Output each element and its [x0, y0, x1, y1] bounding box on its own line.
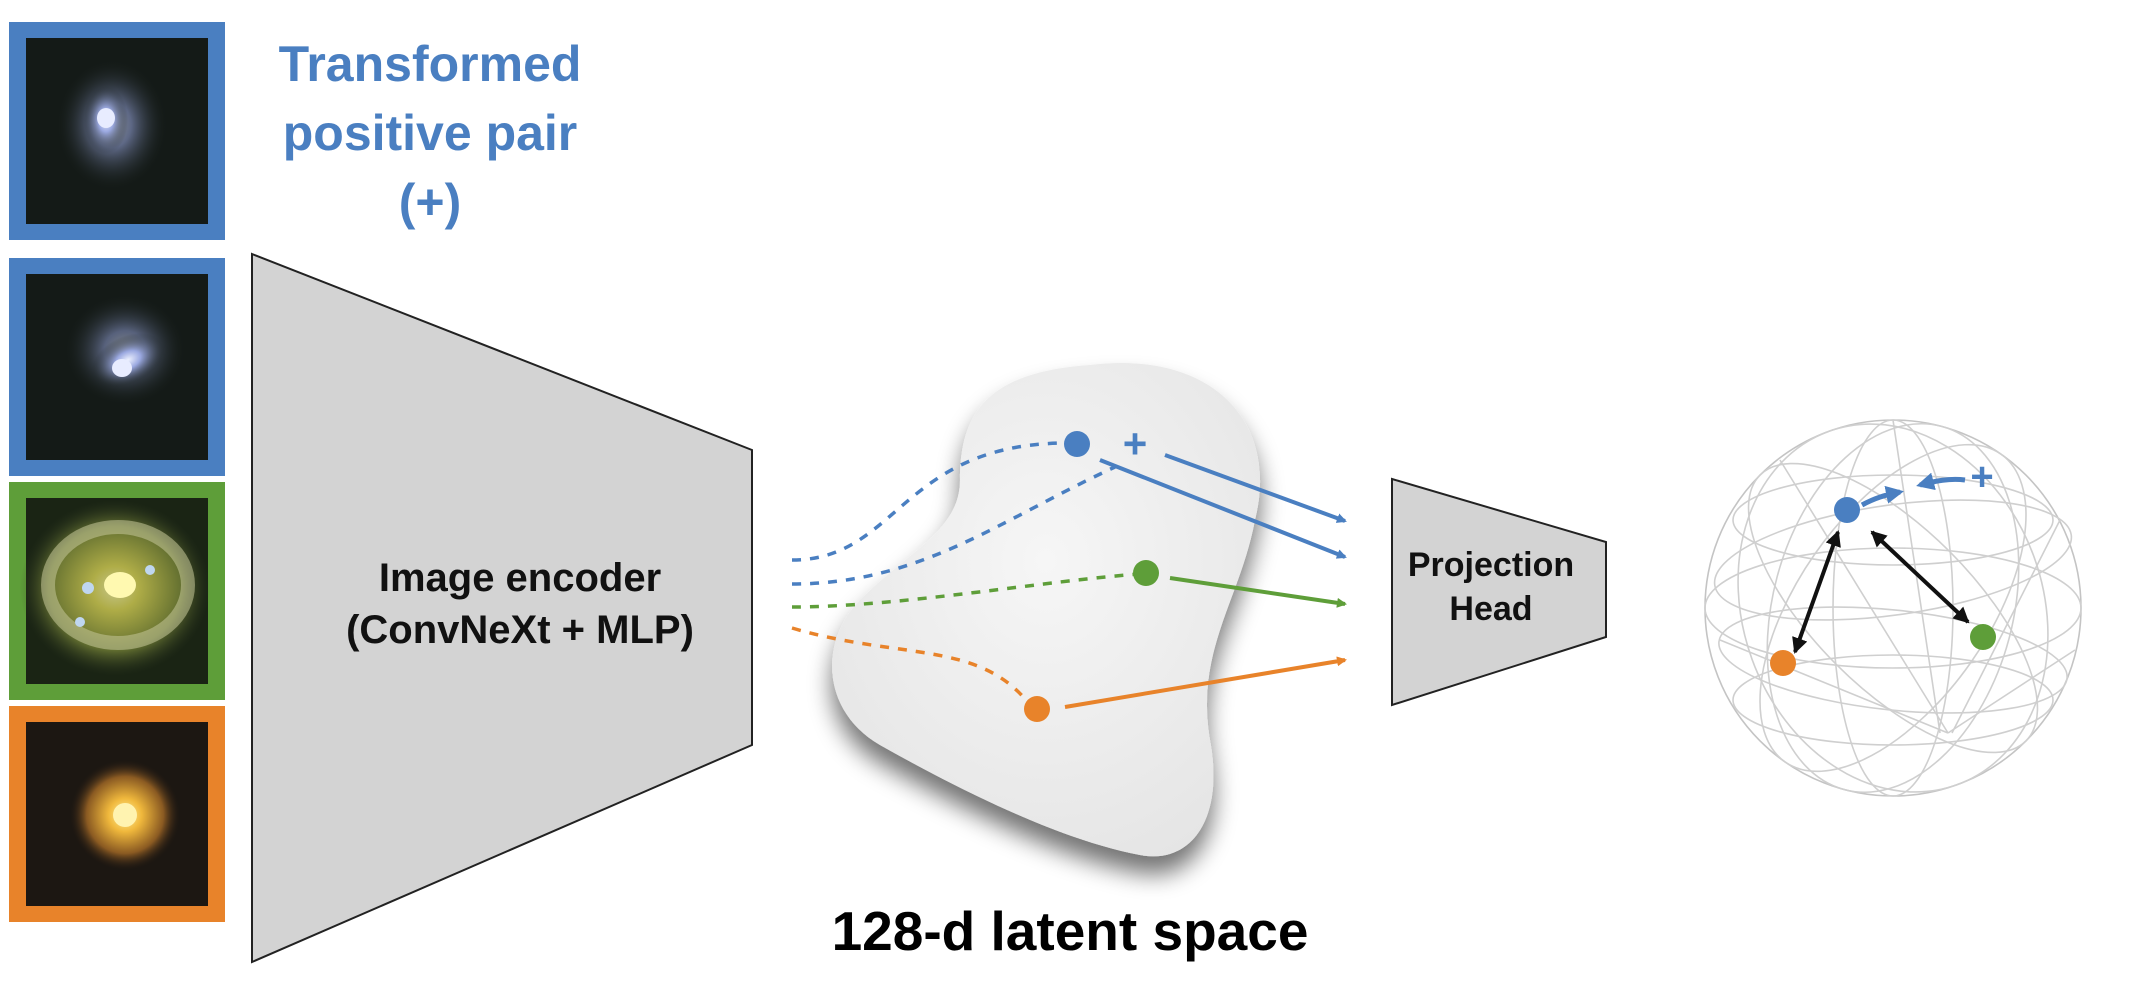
- projection-head-label: Projection Head: [1385, 543, 1597, 631]
- encoder-to-latent-paths: [791, 441, 1141, 707]
- image-encoder-label-line1: Image encoder: [378, 556, 662, 600]
- dashed-path-blue-1: [791, 441, 1076, 562]
- repel-arrow-green: [1870, 530, 1970, 624]
- sphere-distance-arrows: [1792, 530, 1970, 654]
- latent-point-orange: [1024, 696, 1050, 722]
- hypersphere: [1704, 419, 2082, 797]
- latent-space-blob: [832, 362, 1261, 857]
- sphere-attract-arrows: [1860, 472, 1966, 508]
- positive-pair-title-line2: positive pair: [282, 105, 578, 161]
- repel-arrow-orange: [1792, 530, 1841, 654]
- latent-space-caption: 128-d latent space: [831, 900, 1309, 962]
- arrow-orange: [1064, 656, 1347, 709]
- image-encoder-label: Image encoder (ConvNeXt + MLP): [300, 552, 740, 656]
- arrow-green: [1169, 576, 1347, 608]
- positive-pair-title: Transformed positive pair (+): [240, 30, 620, 237]
- thumbnail-transformed-view-2: [9, 258, 225, 476]
- projection-head-shape: [1391, 477, 1607, 707]
- dashed-path-orange: [791, 626, 1032, 707]
- projection-head-label-line2: Head: [1449, 590, 1533, 628]
- latent-to-projection-arrows: [1064, 453, 1347, 709]
- positive-pair-title-line3: (+): [398, 174, 462, 230]
- sphere-point-blue: [1834, 497, 1860, 523]
- image-encoder-label-line2: (ConvNeXt + MLP): [346, 608, 694, 652]
- attract-arrow-right: [1916, 472, 1966, 491]
- arrow-blue-2: [1099, 458, 1347, 559]
- sphere-outline: [1704, 419, 2082, 797]
- thumbnail-spiral-galaxy: [9, 482, 225, 700]
- input-images: [9, 22, 225, 922]
- positive-pair-title-line1: Transformed: [278, 36, 582, 92]
- sphere-point-green: [1970, 624, 1996, 650]
- projection-head-label-line1: Projection: [1407, 546, 1575, 584]
- dashed-path-green: [791, 572, 1141, 609]
- sphere-plus-sign: +: [1970, 455, 1993, 499]
- thumbnail-transformed-view-1: [9, 22, 225, 240]
- attract-arrow-left: [1860, 485, 1904, 508]
- latent-plus-sign: +: [1123, 420, 1148, 467]
- latent-point-green: [1133, 560, 1159, 586]
- arrow-blue-1: [1164, 453, 1347, 523]
- sphere-point-orange: [1770, 650, 1796, 676]
- thumbnail-compact-galaxy: [9, 706, 225, 922]
- latent-point-blue: [1064, 431, 1090, 457]
- image-encoder-shape: [251, 252, 753, 964]
